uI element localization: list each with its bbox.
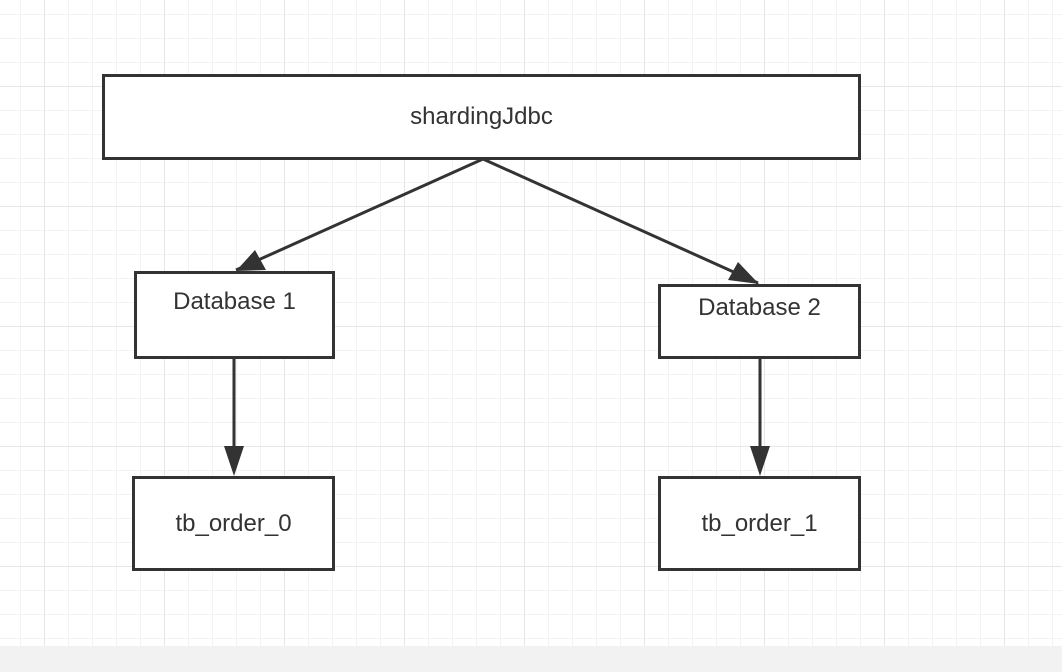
arrow-sharding-to-db1 <box>235 157 484 272</box>
node-database-2-label: Database 2 <box>698 294 821 321</box>
node-database-1-label: Database 1 <box>173 288 296 315</box>
arrowhead-order0 <box>224 446 244 476</box>
node-database-1[interactable]: Database 1 <box>134 271 335 359</box>
arrow-sharding-to-db2 <box>482 157 759 285</box>
node-sharding-jdbc[interactable]: shardingJdbc <box>102 74 861 160</box>
arrowhead-order1 <box>750 446 770 476</box>
node-tb-order-0[interactable]: tb_order_0 <box>132 476 335 571</box>
arrowhead-db2 <box>728 262 759 284</box>
node-tb-order-1[interactable]: tb_order_1 <box>658 476 861 571</box>
node-database-2[interactable]: Database 2 <box>658 284 861 359</box>
node-tb-order-1-label: tb_order_1 <box>701 509 818 537</box>
node-tb-order-0-label: tb_order_0 <box>175 509 292 537</box>
canvas-bottom-bar <box>0 646 1062 672</box>
arrowhead-db1 <box>236 250 266 271</box>
node-sharding-jdbc-label: shardingJdbc <box>410 103 553 130</box>
